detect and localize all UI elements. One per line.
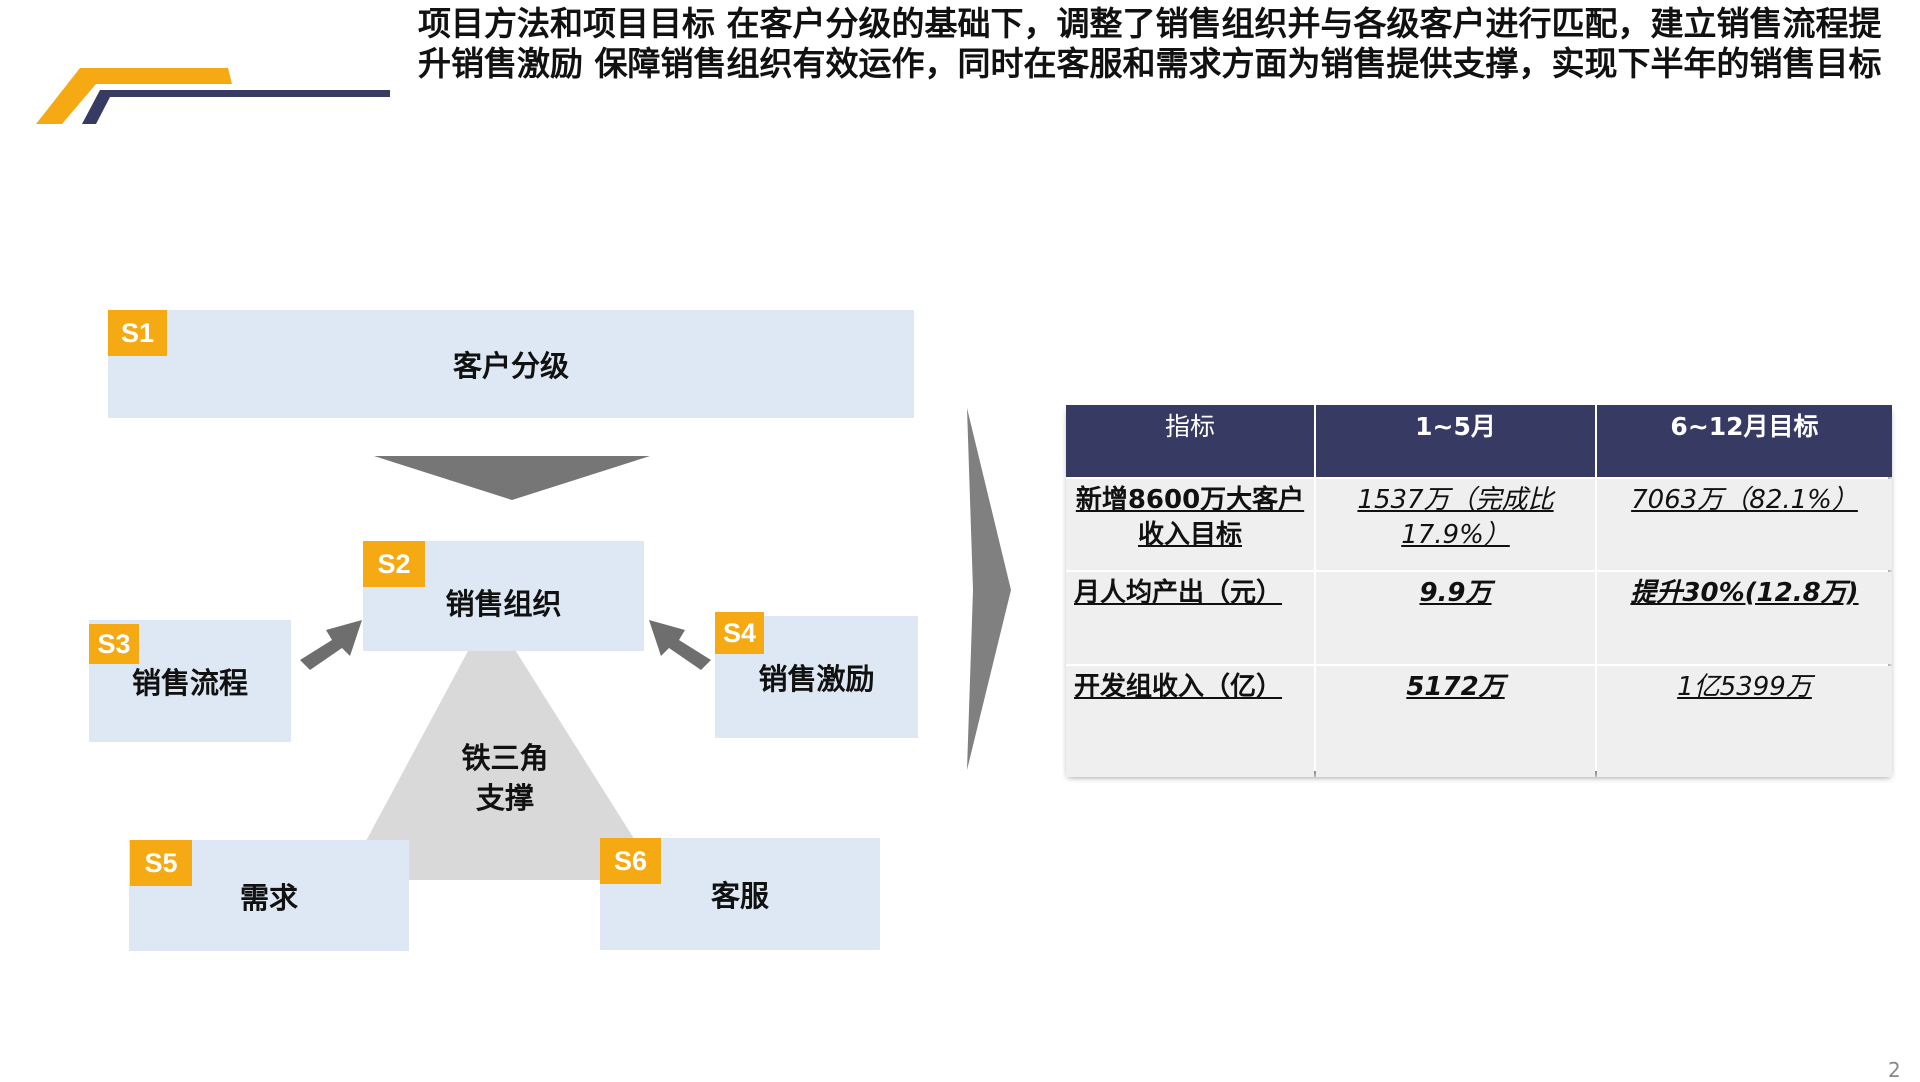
cell-value: 提升30%(12.8万): [1630, 578, 1859, 608]
cell-value: 1537万（完成比17.9%）: [1357, 485, 1554, 550]
table-cell: 7063万（82.1%）: [1597, 479, 1892, 570]
s4-label: 销售激励: [758, 662, 875, 696]
triangle-shape: [345, 610, 660, 880]
logo-stripes: [36, 68, 390, 124]
cell-value: 1亿5399万: [1677, 672, 1812, 702]
arrow-right-up-icon: [300, 620, 362, 670]
s6-label: 客服: [710, 879, 769, 913]
arrow-left-up-icon: [649, 620, 711, 670]
center-line1: 铁三角: [461, 741, 549, 775]
s4-badge: S4: [715, 612, 764, 654]
s1-label: 客户分级: [452, 349, 569, 383]
cell-value: 7063万（82.1%）: [1631, 485, 1858, 515]
table-cell: 5172万: [1316, 666, 1595, 777]
s5-badge: S5: [130, 840, 192, 886]
s3-box: 销售流程: [89, 620, 291, 742]
row-label: 新增8600万大客户收入目标: [1075, 485, 1305, 550]
header-cell: 6~12月目标: [1597, 405, 1892, 477]
s3-label: 销售流程: [131, 666, 248, 700]
center-label: 铁三角支撑: [420, 738, 590, 818]
s5-label: 需求: [239, 880, 298, 915]
down-arrow-icon: [374, 456, 650, 500]
table-cell: 提升30%(12.8万): [1597, 572, 1892, 664]
s1-badge: S1: [108, 310, 167, 356]
table-cell: 1537万（完成比17.9%）: [1316, 479, 1595, 570]
chevron-right-icon: [967, 408, 1011, 770]
table-cell: 月人均产出（元）: [1066, 572, 1314, 664]
table-cell: 开发组收入（亿）: [1066, 666, 1314, 777]
page-title: 项目方法和项目目标 在客户分级的基础下，调整了销售组织并与各级客户进行匹配，建立…: [418, 4, 1882, 83]
s6-badge: S6: [600, 838, 661, 884]
row-label: 月人均产出（元）: [1074, 578, 1283, 608]
table-cell: 新增8600万大客户收入目标: [1066, 479, 1314, 570]
s1-box: 客户分级: [108, 310, 914, 418]
page-number: 2: [1888, 1058, 1901, 1082]
metrics-table: 指标 1~5月 6~12月目标 新增8600万大客户收入目标 1537万（完成比…: [1066, 405, 1892, 777]
table-cell: 1亿5399万: [1597, 666, 1892, 777]
s2-label: 销售组织: [445, 587, 562, 621]
center-line2: 支撑: [475, 781, 534, 815]
row-label: 开发组收入（亿）: [1074, 672, 1283, 702]
s6-box: 客服: [600, 838, 880, 950]
s3-badge: S3: [89, 624, 139, 664]
s2-badge: S2: [363, 541, 425, 587]
cell-value: 5172万: [1406, 672, 1505, 702]
header-cell: 1~5月: [1316, 405, 1595, 477]
cell-value: 9.9万: [1419, 578, 1492, 608]
header-cell: 指标: [1066, 405, 1314, 477]
table-cell: 9.9万: [1316, 572, 1595, 664]
